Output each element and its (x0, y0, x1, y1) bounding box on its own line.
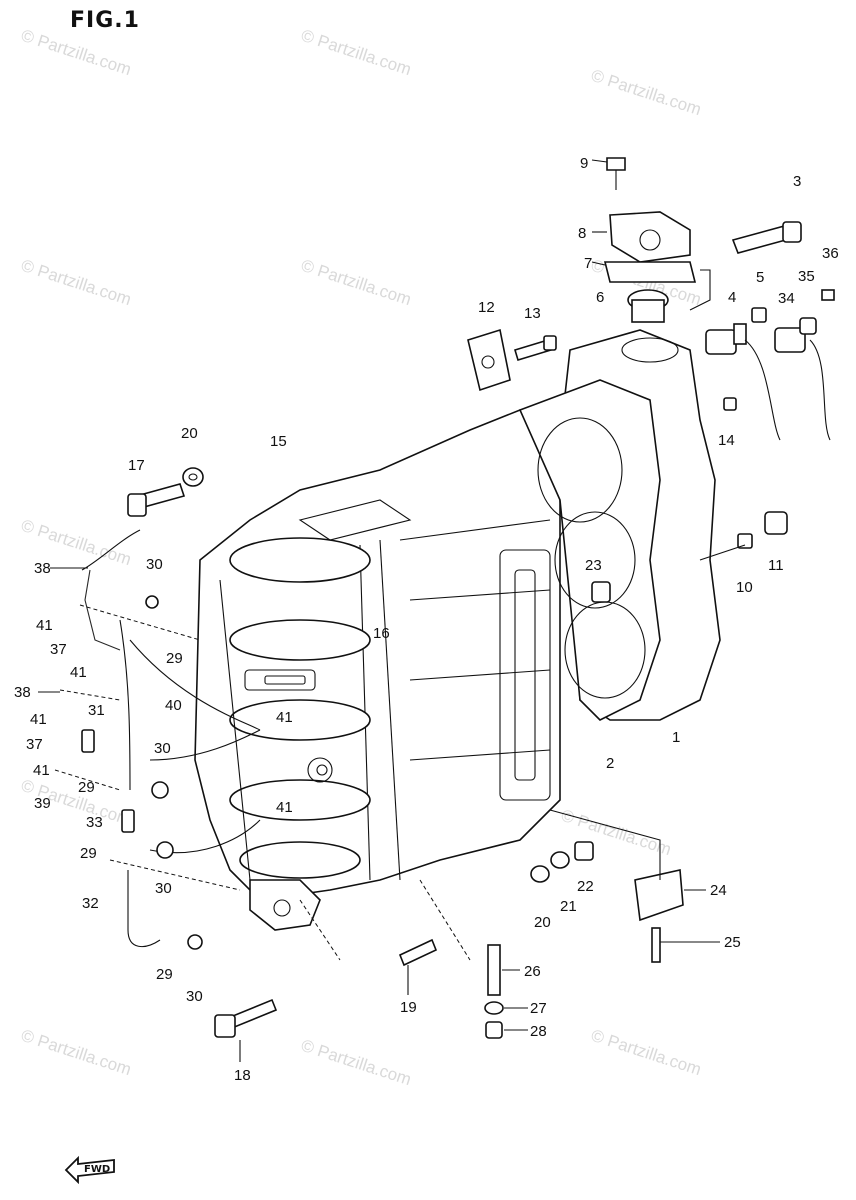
callout-7: 7 (584, 255, 592, 272)
callout-27: 27 (530, 1000, 547, 1017)
callout-40: 40 (165, 697, 182, 714)
callout-33: 33 (86, 814, 103, 831)
callout-41: 41 (33, 762, 50, 779)
callout-18: 18 (234, 1067, 251, 1084)
watermark-text: © Partzilla.com (299, 26, 414, 79)
callout-4: 4 (728, 289, 736, 306)
callout-15: 15 (270, 433, 287, 450)
callout-41: 41 (70, 664, 87, 681)
callout-11: 11 (768, 557, 784, 574)
callout-41: 41 (30, 711, 47, 728)
callout-28: 28 (530, 1023, 547, 1040)
callout-8: 8 (578, 225, 586, 242)
watermark-text: © Partzilla.com (299, 1036, 414, 1089)
watermark-text: © Partzilla.com (19, 1026, 134, 1079)
callout-30: 30 (155, 880, 172, 897)
callout-2: 2 (606, 755, 614, 772)
callout-30: 30 (154, 740, 171, 757)
callout-17: 17 (128, 457, 145, 474)
callout-29: 29 (166, 650, 183, 667)
callout-22: 22 (577, 878, 594, 895)
callout-5: 5 (756, 269, 764, 286)
callout-37: 37 (26, 736, 43, 753)
callout-6: 6 (596, 289, 604, 306)
callout-9: 9 (580, 155, 588, 172)
callout-12: 12 (478, 299, 495, 316)
callout-38: 38 (34, 560, 51, 577)
callout-3: 3 (793, 173, 801, 190)
watermark-text: © Partzilla.com (299, 256, 414, 309)
callout-35: 35 (798, 268, 815, 285)
callout-41: 41 (276, 799, 293, 816)
crankcase-assembly (194, 409, 561, 931)
callout-26: 26 (524, 963, 541, 980)
callout-leaders (38, 159, 720, 1062)
callout-31: 31 (88, 702, 105, 719)
callout-29: 29 (156, 966, 173, 983)
forward-arrow-icon: FWD (64, 1155, 115, 1185)
right-hardware (591, 397, 788, 603)
watermark-text: © Partzilla.com (589, 1026, 704, 1079)
callout-16: 16 (373, 625, 390, 642)
callout-21: 21 (560, 898, 577, 915)
callout-41: 41 (36, 617, 53, 634)
bottom-hardware (214, 809, 684, 1039)
forward-label: FWD (84, 1164, 110, 1175)
callout-32: 32 (82, 895, 99, 912)
watermark-text: © Partzilla.com (589, 66, 704, 119)
callout-39: 39 (34, 795, 51, 812)
callout-29: 29 (80, 845, 97, 862)
callout-30: 30 (186, 988, 203, 1005)
callout-13: 13 (524, 305, 541, 322)
callout-23: 23 (585, 557, 602, 574)
callout-14: 14 (718, 432, 735, 449)
callout-20: 20 (181, 425, 198, 442)
callout-1: 1 (672, 729, 680, 746)
callout-38: 38 (14, 684, 31, 701)
forward-arrow-marker: FWD (62, 1150, 118, 1189)
figure-title: FIG.1 (70, 8, 140, 33)
bolt-17-washer-20 (127, 467, 204, 517)
thermostat-cover-cluster (603, 157, 835, 441)
watermark-text: © Partzilla.com (19, 256, 134, 309)
watermark-text: © Partzilla.com (19, 26, 134, 79)
callout-24: 24 (710, 882, 727, 899)
callout-10: 10 (736, 579, 753, 596)
bracket-and-bolt (467, 328, 557, 392)
hose-assembly (54, 529, 261, 950)
callout-30: 30 (146, 556, 163, 573)
callout-41: 41 (276, 709, 293, 726)
cylinder-head-and-gasket (518, 329, 721, 721)
callout-37: 37 (50, 641, 67, 658)
callout-29: 29 (78, 779, 95, 796)
callout-19: 19 (400, 999, 417, 1016)
callout-25: 25 (724, 934, 741, 951)
callout-20: 20 (534, 914, 551, 931)
callout-36: 36 (822, 245, 839, 262)
callout-34: 34 (778, 290, 795, 307)
